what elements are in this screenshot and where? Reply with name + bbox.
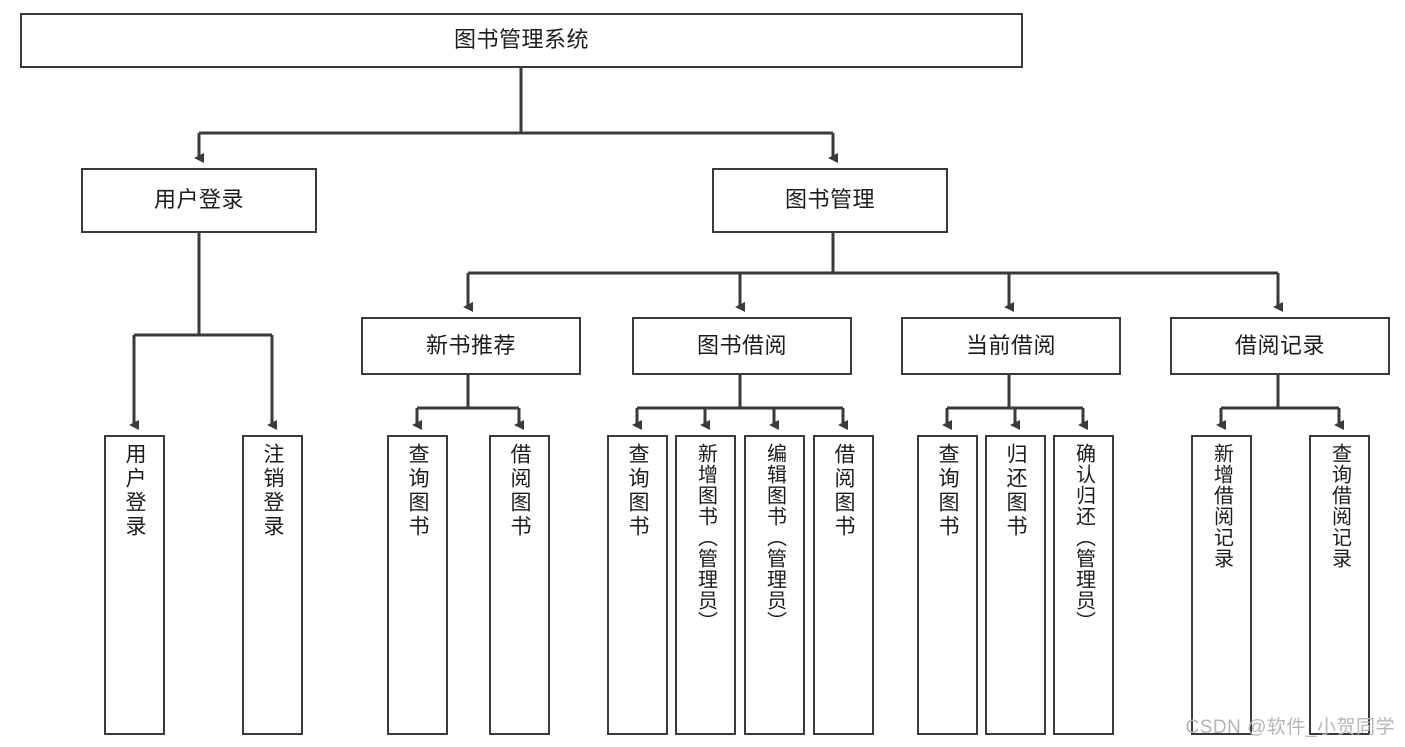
node-borrow-record[interactable]: 借阅记录 <box>1170 317 1390 375</box>
node-current-borrow[interactable]: 当前借阅 <box>901 317 1121 375</box>
node-book-management[interactable]: 图书管理 <box>712 168 948 233</box>
node-leaf-logout-login[interactable]: 注销登录 <box>242 435 303 735</box>
node-root-book-management-system[interactable]: 图书管理系统 <box>20 13 1023 68</box>
node-label: 新增图书（管理员） <box>694 443 717 632</box>
node-label: 新增借阅记录 <box>1210 443 1233 569</box>
node-label: 查询图书 <box>626 443 649 539</box>
node-label: 图书管理系统 <box>453 27 589 53</box>
node-label: 借阅图书 <box>508 443 531 539</box>
node-label: 注销登录 <box>261 443 284 539</box>
node-leaf-confirm-return-admin[interactable]: 确认归还（管理员） <box>1053 435 1114 735</box>
node-label: 借阅图书 <box>832 443 855 539</box>
node-label: 归还图书 <box>1004 443 1027 539</box>
node-leaf-query-book-current[interactable]: 查询图书 <box>917 435 978 735</box>
node-label: 查询图书 <box>936 443 959 539</box>
node-leaf-borrow-book-borrow[interactable]: 借阅图书 <box>813 435 874 735</box>
node-leaf-borrow-book-rec[interactable]: 借阅图书 <box>489 435 550 735</box>
watermark-text: CSDN @软件_小贺同学 <box>1185 717 1395 738</box>
node-leaf-query-borrow-record[interactable]: 查询借阅记录 <box>1309 435 1370 735</box>
node-book-borrow[interactable]: 图书借阅 <box>632 317 852 375</box>
node-leaf-user-login[interactable]: 用户登录 <box>104 435 165 735</box>
node-label: 借阅记录 <box>1234 332 1325 358</box>
node-label: 图书借阅 <box>696 332 787 358</box>
node-label: 查询借阅记录 <box>1328 443 1351 569</box>
node-label: 用户登录 <box>123 443 146 539</box>
node-label: 编辑图书（管理员） <box>763 443 786 632</box>
node-label: 确认归还（管理员） <box>1072 443 1095 632</box>
node-leaf-add-borrow-record[interactable]: 新增借阅记录 <box>1191 435 1252 735</box>
node-leaf-add-book-admin[interactable]: 新增图书（管理员） <box>675 435 736 735</box>
node-leaf-query-book-borrow[interactable]: 查询图书 <box>607 435 668 735</box>
node-label: 新书推荐 <box>425 332 516 358</box>
node-label: 用户登录 <box>153 187 244 213</box>
node-label: 图书管理 <box>784 187 875 213</box>
node-leaf-return-book[interactable]: 归还图书 <box>985 435 1046 735</box>
node-leaf-edit-book-admin[interactable]: 编辑图书（管理员） <box>744 435 805 735</box>
node-user-login[interactable]: 用户登录 <box>81 168 317 233</box>
node-label: 查询图书 <box>406 443 429 539</box>
node-label: 当前借阅 <box>965 332 1056 358</box>
node-new-book-recommend[interactable]: 新书推荐 <box>361 317 581 375</box>
node-leaf-query-book-rec[interactable]: 查询图书 <box>387 435 448 735</box>
